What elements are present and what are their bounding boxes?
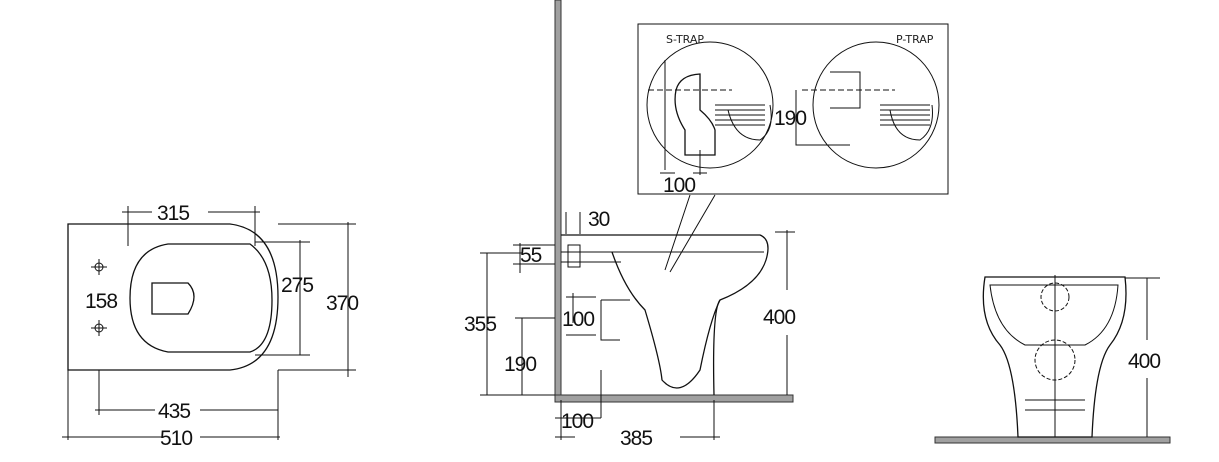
s-trap-detail [646,41,774,169]
dim-front-bowl-height: 400 [1128,350,1160,373]
bowl-top [561,234,769,396]
seat-outline [129,243,273,353]
dim-fixing-to-front: 435 [158,400,190,423]
dim-base-depth: 385 [620,427,652,450]
s-trap-label: S-TRAP [666,33,704,46]
dim-overall-width: 370 [326,292,358,315]
lid-hole [151,282,195,315]
side-view: 30 55 355 100 190 400 100 385 [464,0,796,450]
dim-outlet-from-wall: 100 [561,410,593,433]
plan-view: 315 275 370 158 435 510 [62,202,359,450]
dim-overall-length: 510 [160,427,192,450]
dim-bowl-height: 400 [763,306,795,329]
dim-outlet-height: 190 [504,353,536,376]
dim-p-trap-height: 190 [774,107,806,130]
front-outline [982,276,1127,438]
p-trap-label: P-TRAP [896,33,934,46]
dim-inlet-height: 55 [520,244,542,267]
front-view: 400 [934,275,1171,444]
dim-inlet-from-floor: 355 [464,313,496,336]
fixing-hole-icon [91,259,107,275]
dim-outlet-diameter: 100 [562,308,594,331]
wall [554,0,562,403]
floor [934,436,1171,444]
dim-s-trap-offset: 100 [663,174,695,197]
dim-fixing-spacing: 158 [85,290,117,313]
dim-seat-length: 275 [281,274,313,297]
fixing-hole-icon [91,320,107,336]
dim-seat-width: 315 [157,202,189,225]
plan-outline [67,223,279,371]
floor [554,394,794,403]
dim-wall-gap: 30 [588,208,610,231]
trap-inset: S-TRAP P-TRAP 190 100 [637,23,949,197]
p-trap-detail [812,41,940,169]
bowl-body [611,251,721,389]
